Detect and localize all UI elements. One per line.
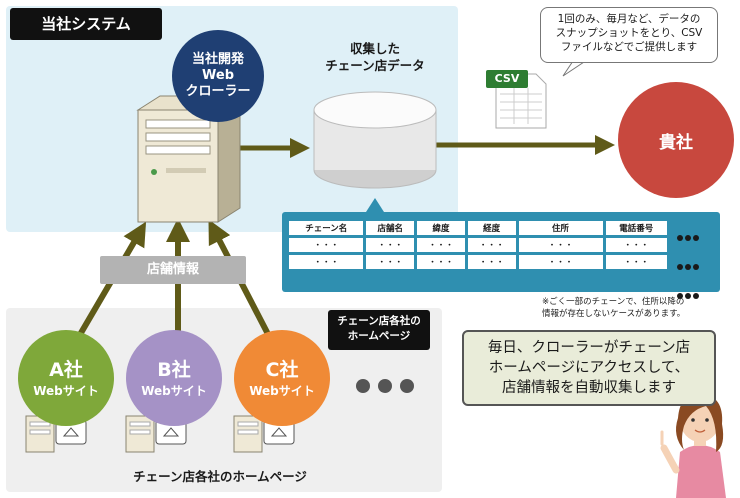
homepage-tag-line2: ホームページ xyxy=(347,330,411,342)
table-cell: ・・・ xyxy=(518,255,603,269)
table-cell: ・・・ xyxy=(605,255,667,269)
store-info-tag: 店舗情報 xyxy=(100,256,246,284)
table-cell: ・・・ xyxy=(467,255,516,269)
csv-badge: CSV xyxy=(486,70,528,88)
db-label: 収集した チェーン店データ xyxy=(312,40,438,74)
note-line1: ※ごく一部のチェーンで、住所以降の xyxy=(542,297,685,307)
bubble-line2: スナップショットをとり、CSV xyxy=(555,27,703,39)
arrow-a-to-server xyxy=(75,221,147,340)
system-label: 当社システム xyxy=(10,8,162,40)
bubble-line1: 1回のみ、毎月など、データの xyxy=(557,13,701,25)
company-a-circle: A社 Webサイト xyxy=(18,330,114,426)
company-c-sub: Webサイト xyxy=(249,383,315,398)
table-cell: ・・・ xyxy=(605,238,667,252)
homepage-tag: チェーン店各社の ホームページ xyxy=(328,310,430,350)
arrow-c-to-server xyxy=(208,219,273,340)
table-note: ※ごく一部のチェーンで、住所以降の 情報が存在しないケースがあります。 xyxy=(542,296,732,320)
table-cell: ・・・ xyxy=(289,238,364,252)
company-b-name: B社 xyxy=(157,358,191,381)
crawler-line3: クローラー xyxy=(185,84,251,99)
company-b-sub: Webサイト xyxy=(141,383,207,398)
table-header-cell: チェーン名 xyxy=(289,221,364,235)
table-cell: ・・・ xyxy=(467,238,516,252)
more-companies-dots xyxy=(352,378,418,397)
message-line2: ホームページにアクセスして、 xyxy=(488,360,690,376)
table-header-cell: 緯度 xyxy=(417,221,465,235)
crawler-circle: 当社開発 Web クローラー xyxy=(172,30,264,122)
client-circle: 貴社 xyxy=(618,82,734,198)
company-b-computer-icon xyxy=(125,415,187,453)
homepage-caption: チェーン店各社のホームページ xyxy=(133,469,307,484)
crawler-line2: Web xyxy=(202,68,234,83)
table-cell: ・・・ xyxy=(366,255,415,269)
data-table: チェーン名 店舗名 緯度 経度 住所 電話番号 ・・・ ・・・ ・・・ ・・・ … xyxy=(286,218,670,272)
speech-bubble: 1回のみ、毎月など、データの スナップショットをとり、CSV ファイルなどでご提… xyxy=(540,7,718,63)
homepage-tag-line1: チェーン店各社の xyxy=(337,315,421,327)
bubble-line3: ファイルなどでご提供します xyxy=(560,41,698,53)
table-cell: ・・・ xyxy=(289,255,364,269)
company-a-name: A社 xyxy=(49,358,83,381)
data-table-panel: チェーン名 店舗名 緯度 経度 住所 電話番号 ・・・ ・・・ ・・・ ・・・ … xyxy=(282,212,720,299)
table-pointer xyxy=(366,198,384,212)
database-icon xyxy=(313,91,437,189)
table-cell: ・・・ xyxy=(366,238,415,252)
table-cell: ・・・ xyxy=(417,255,465,269)
crawler-line1: 当社開発 xyxy=(191,52,244,67)
table-header-row: チェーン名 店舗名 緯度 経度 住所 電話番号 xyxy=(289,221,667,235)
message-line3: 店舗情報を自動収集します xyxy=(502,380,676,396)
note-line2: 情報が存在しないケースがあります。 xyxy=(542,309,686,319)
table-header-cell: 住所 xyxy=(518,221,603,235)
table-row: ・・・ ・・・ ・・・ ・・・ ・・・ ・・・ xyxy=(289,255,667,269)
message-box: 毎日、クローラーがチェーン店 ホームページにアクセスして、 店舗情報を自動収集し… xyxy=(462,330,716,406)
table-cell: ・・・ xyxy=(518,238,603,252)
table-cell: ・・・ xyxy=(417,238,465,252)
table-header-cell: 電話番号 xyxy=(605,221,667,235)
table-more-dots xyxy=(676,226,716,303)
table-row: ・・・ ・・・ ・・・ ・・・ ・・・ ・・・ xyxy=(289,238,667,252)
company-c-computer-icon xyxy=(233,415,295,453)
db-label-line1: 収集した xyxy=(349,41,400,56)
company-c-circle: C社 Webサイト xyxy=(234,330,330,426)
presenter-woman-illustration xyxy=(660,393,726,498)
company-c-name: C社 xyxy=(265,358,299,381)
table-header-cell: 店舗名 xyxy=(366,221,415,235)
table-header-cell: 経度 xyxy=(467,221,516,235)
db-label-line2: チェーン店データ xyxy=(325,58,425,73)
message-line1: 毎日、クローラーがチェーン店 xyxy=(487,340,691,356)
company-b-circle: B社 Webサイト xyxy=(126,330,222,426)
company-a-sub: Webサイト xyxy=(33,383,99,398)
